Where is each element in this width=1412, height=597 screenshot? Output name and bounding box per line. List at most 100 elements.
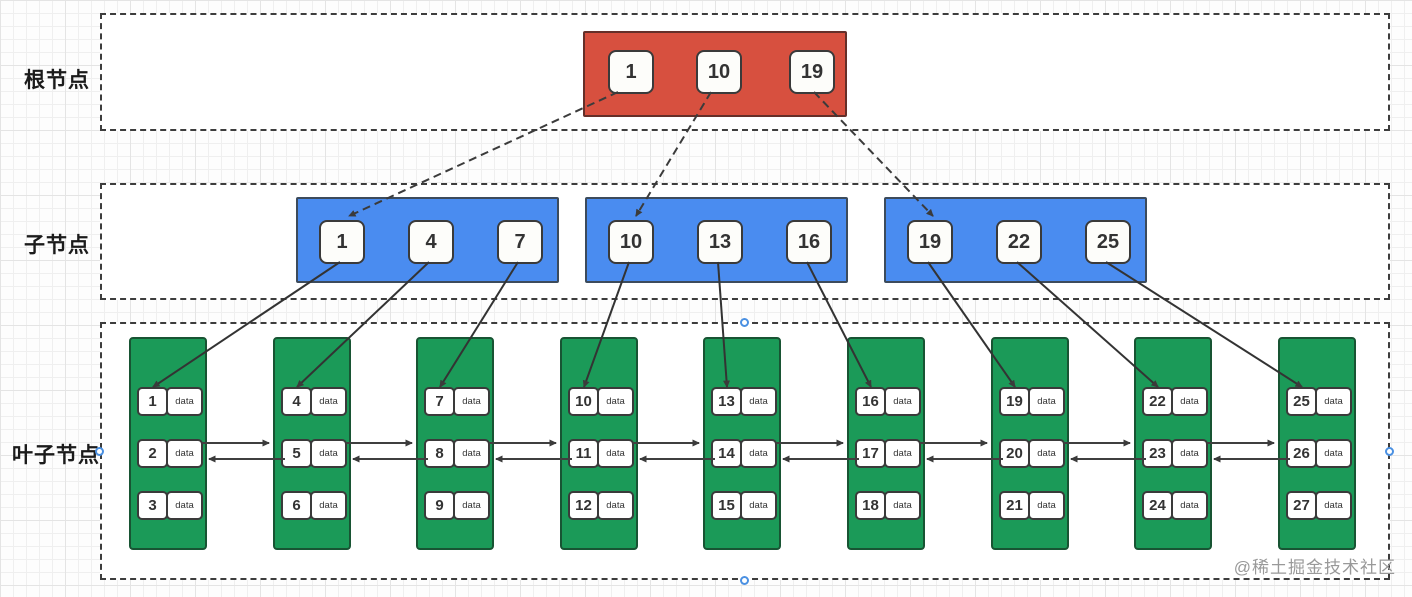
child-key[interactable]: 25 <box>1085 220 1131 264</box>
child-node-1[interactable]: 1 4 7 <box>296 197 559 283</box>
leaf-entry-key: 11 <box>568 439 599 468</box>
child-key[interactable]: 22 <box>996 220 1042 264</box>
leaf-entry-data: data <box>166 439 203 468</box>
root-row-label[interactable]: 根节点 <box>24 69 90 92</box>
leaf-entry-key: 18 <box>855 491 886 520</box>
leaf-entry-data: data <box>1315 491 1352 520</box>
leaf-entry-key: 16 <box>855 387 886 416</box>
leaf-entry-key: 6 <box>281 491 312 520</box>
selection-handle-left[interactable] <box>95 447 104 456</box>
selection-handle-right[interactable] <box>1385 447 1394 456</box>
leaf-entry-data: data <box>1171 439 1208 468</box>
leaf-entry-key: 17 <box>855 439 886 468</box>
child-node-3[interactable]: 19 22 25 <box>884 197 1147 283</box>
leaf-entry-data: data <box>740 387 777 416</box>
leaf-entry-key: 5 <box>281 439 312 468</box>
leaf-entry-key: 19 <box>999 387 1030 416</box>
leaf-entry-data: data <box>1171 387 1208 416</box>
leaf-entry-data: data <box>597 439 634 468</box>
leaf-entry-key: 8 <box>424 439 455 468</box>
leaf-entry-key: 15 <box>711 491 742 520</box>
leaf-entry-data: data <box>310 387 347 416</box>
selection-handle-top[interactable] <box>740 318 749 327</box>
child-row-label[interactable]: 子节点 <box>24 234 90 257</box>
child-key[interactable]: 10 <box>608 220 654 264</box>
leaf-entry-data: data <box>597 387 634 416</box>
root-key[interactable]: 10 <box>696 50 742 94</box>
leaf-entry-data: data <box>1315 387 1352 416</box>
leaf-entry-data: data <box>597 491 634 520</box>
leaf-entry-key: 25 <box>1286 387 1317 416</box>
child-key[interactable]: 19 <box>907 220 953 264</box>
leaf-entry-key: 22 <box>1142 387 1173 416</box>
child-key[interactable]: 13 <box>697 220 743 264</box>
leaf-entry-data: data <box>453 439 490 468</box>
leaf-entry-data: data <box>1028 439 1065 468</box>
leaf-entry-key: 27 <box>1286 491 1317 520</box>
leaf-entry-key: 2 <box>137 439 168 468</box>
leaf-entry-data: data <box>884 491 921 520</box>
root-node[interactable]: 1 10 19 <box>583 31 847 117</box>
leaf-entry-key: 7 <box>424 387 455 416</box>
leaf-entry-data: data <box>1028 491 1065 520</box>
leaf-entry-key: 14 <box>711 439 742 468</box>
leaf-entry-data: data <box>740 439 777 468</box>
root-key[interactable]: 19 <box>789 50 835 94</box>
leaf-entry-data: data <box>1171 491 1208 520</box>
leaf-entry-data: data <box>884 439 921 468</box>
leaf-entry-key: 13 <box>711 387 742 416</box>
leaf-entry-data: data <box>453 491 490 520</box>
child-key[interactable]: 4 <box>408 220 454 264</box>
child-node-2[interactable]: 10 13 16 <box>585 197 848 283</box>
leaf-row-label[interactable]: 叶子节点 <box>12 444 100 467</box>
child-key[interactable]: 1 <box>319 220 365 264</box>
leaf-entry-key: 3 <box>137 491 168 520</box>
child-key[interactable]: 16 <box>786 220 832 264</box>
leaf-entry-key: 26 <box>1286 439 1317 468</box>
selection-handle-bottom[interactable] <box>740 576 749 585</box>
child-key[interactable]: 7 <box>497 220 543 264</box>
leaf-entry-key: 23 <box>1142 439 1173 468</box>
root-key[interactable]: 1 <box>608 50 654 94</box>
leaf-entry-key: 4 <box>281 387 312 416</box>
leaf-entry-key: 24 <box>1142 491 1173 520</box>
leaf-entry-key: 9 <box>424 491 455 520</box>
